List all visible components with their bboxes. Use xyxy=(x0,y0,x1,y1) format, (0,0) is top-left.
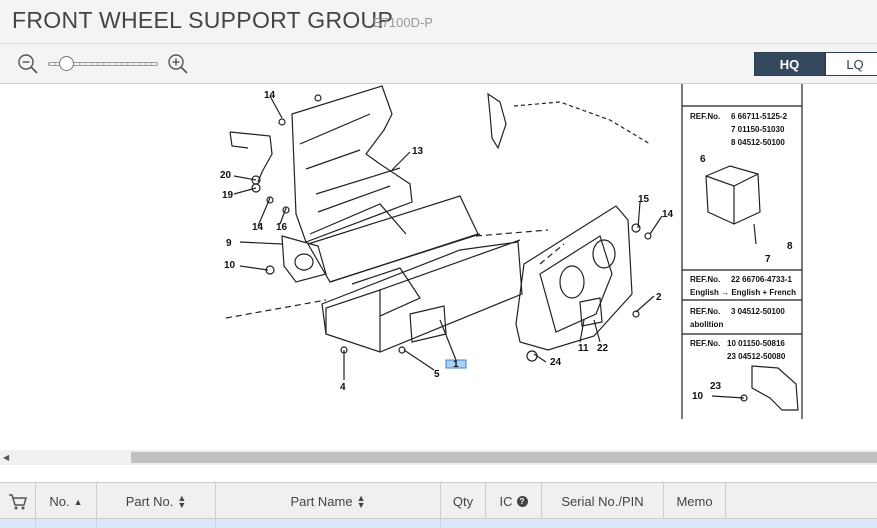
inset-label-7: 7 xyxy=(765,254,771,265)
model-code: B7100D-P xyxy=(373,15,433,30)
table-cell xyxy=(0,519,36,528)
help-icon[interactable]: ? xyxy=(516,496,528,507)
note-4-ref: REF.No. xyxy=(690,339,720,348)
callout-13[interactable]: 13 xyxy=(412,146,424,157)
highlighted-callout-box[interactable] xyxy=(445,359,467,369)
note-3-line-2: abolition xyxy=(690,320,723,329)
hq-button[interactable]: HQ xyxy=(754,52,825,76)
zoom-slider-track[interactable] xyxy=(48,62,158,66)
zoom-slider-thumb[interactable] xyxy=(59,56,75,71)
note-3-ref: REF.No. xyxy=(690,307,720,316)
callout-9[interactable]: 9 xyxy=(226,238,232,249)
column-header-serial: Serial No./PIN xyxy=(542,483,664,520)
note-2-line-2: English → English + French xyxy=(690,288,796,297)
parts-table-header: No. ▲ Part No. ▲▼ Part Name ▲▼ Qty IC ? … xyxy=(0,482,877,520)
column-header-no[interactable]: No. ▲ xyxy=(36,483,97,520)
callout-11[interactable]: 11 xyxy=(578,343,589,354)
inset-label-8: 8 xyxy=(787,241,793,252)
table-row[interactable] xyxy=(0,519,877,528)
horizontal-scrollbar[interactable]: ◀ xyxy=(0,450,877,465)
callout-15[interactable]: 15 xyxy=(638,194,650,205)
table-cell xyxy=(216,519,441,528)
note-1-line-1: 6 66711-5125-2 xyxy=(731,112,788,121)
toolbar: HQ LQ xyxy=(0,44,877,84)
lq-button[interactable]: LQ xyxy=(825,52,877,76)
title-bar: FRONT WHEEL SUPPORT GROUP B7100D-P xyxy=(0,0,877,44)
column-header-ic: IC ? xyxy=(486,483,542,520)
callout-22[interactable]: 22 xyxy=(597,343,609,354)
column-label-qty: Qty xyxy=(452,494,474,509)
sort-icon: ▲▼ xyxy=(177,492,187,510)
column-header-part-name[interactable]: Part Name ▲▼ xyxy=(216,483,441,520)
callout-19[interactable]: 19 xyxy=(222,190,234,201)
note-4-line-2: 23 04512-50080 xyxy=(727,352,786,361)
column-label-part-no: Part No. xyxy=(125,494,174,509)
callout-2[interactable]: 2 xyxy=(656,292,662,303)
sort-asc-icon: ▲ xyxy=(73,496,83,507)
cart-column-header[interactable] xyxy=(0,483,36,520)
callout-16[interactable]: 16 xyxy=(276,222,288,233)
zoom-in-icon[interactable] xyxy=(167,53,189,75)
column-label-no: No. xyxy=(49,494,70,509)
note-1-line-3: 8 04512-50100 xyxy=(731,138,785,147)
page-title: FRONT WHEEL SUPPORT GROUP xyxy=(12,7,394,33)
note-1-line-2: 7 01150-51030 xyxy=(731,125,785,134)
column-label-part-name: Part Name xyxy=(290,494,353,509)
column-label-memo: Memo xyxy=(676,494,713,509)
note-1-ref: REF.No. xyxy=(690,112,720,121)
callout-4[interactable]: 4 xyxy=(340,382,346,393)
inset-label-10: 10 xyxy=(692,391,704,402)
note-2-line-1: 22 66706-4733-1 xyxy=(731,275,792,284)
callout-14c[interactable]: 14 xyxy=(662,209,674,220)
callout-1[interactable]: 1 xyxy=(453,359,459,370)
table-cell xyxy=(97,519,216,528)
scrollbar-thumb[interactable] xyxy=(131,452,877,463)
callout-24[interactable]: 24 xyxy=(550,357,562,368)
inset-label-23: 23 xyxy=(710,381,722,392)
callout-20[interactable]: 20 xyxy=(220,170,232,181)
note-4-line-1: 10 01150-50816 xyxy=(727,339,785,348)
note-3-line-1: 3 04512-50100 xyxy=(731,307,785,316)
sort-icon: ▲▼ xyxy=(356,492,366,510)
zoom-out-icon[interactable] xyxy=(17,53,39,75)
table-cell xyxy=(36,519,97,528)
callout-14a[interactable]: 14 xyxy=(264,90,276,101)
column-label-serial: Serial No./PIN xyxy=(561,494,644,509)
cart-icon xyxy=(8,493,27,509)
callout-10[interactable]: 10 xyxy=(224,260,236,271)
callout-14b[interactable]: 14 xyxy=(252,222,264,233)
callout-5[interactable]: 5 xyxy=(434,369,440,380)
parts-diagram: 14 13 20 19 14 16 9 10 15 14 2 11 22 24 … xyxy=(220,84,803,419)
parts-diagram-viewer[interactable]: 14 13 20 19 14 16 9 10 15 14 2 11 22 24 … xyxy=(0,84,877,450)
scroll-left-icon[interactable]: ◀ xyxy=(3,453,10,462)
column-header-memo: Memo xyxy=(664,483,726,520)
note-2-ref: REF.No. xyxy=(690,275,720,284)
column-header-qty: Qty xyxy=(441,483,486,520)
column-header-part-no[interactable]: Part No. ▲▼ xyxy=(97,483,216,520)
column-label-ic: IC xyxy=(499,494,513,509)
inset-label-6: 6 xyxy=(700,154,706,165)
